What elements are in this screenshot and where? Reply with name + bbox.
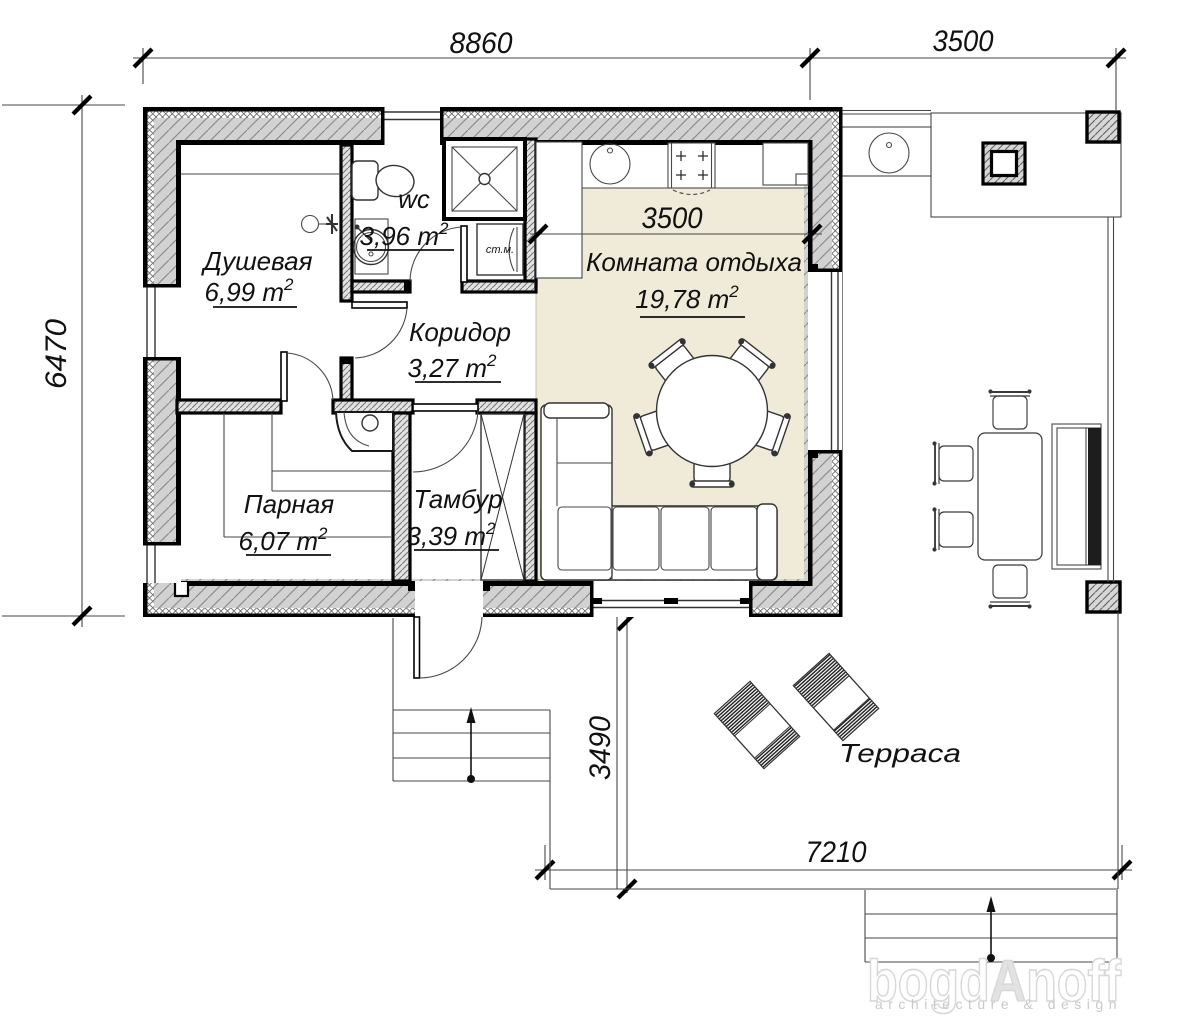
svg-text:Комната отдыха: Комната отдыха <box>586 247 802 277</box>
svg-text:wc: wc <box>398 184 430 214</box>
svg-text:8860: 8860 <box>450 27 513 60</box>
svg-text:3500: 3500 <box>933 25 994 58</box>
svg-text:Тамбур: Тамбур <box>413 484 502 514</box>
svg-text:Душевая: Душевая <box>201 246 313 276</box>
svg-text:6,07 m2: 6,07 m2 <box>239 524 329 556</box>
svg-text:3500: 3500 <box>642 202 703 235</box>
svg-text:3490: 3490 <box>584 716 617 780</box>
svg-text:6,99 m2: 6,99 m2 <box>205 275 295 307</box>
svg-text:3,27 m2: 3,27 m2 <box>408 351 498 383</box>
svg-text:3,96 m2: 3,96 m2 <box>360 219 450 251</box>
svg-text:architecture & design: architecture & design <box>875 996 1122 1012</box>
svg-text:Парная: Парная <box>244 489 335 519</box>
svg-text:19,78 m2: 19,78 m2 <box>635 282 739 314</box>
svg-text:7210: 7210 <box>806 836 867 869</box>
svg-text:Коридор: Коридор <box>409 317 511 347</box>
svg-text:ст.м.: ст.м. <box>486 244 514 256</box>
svg-text:3,39 m2: 3,39 m2 <box>407 519 497 551</box>
svg-text:6470: 6470 <box>40 319 73 389</box>
svg-text:Терраса: Терраса <box>839 738 961 768</box>
svg-text:bogdAnoff: bogdAnoff <box>867 949 1122 1014</box>
